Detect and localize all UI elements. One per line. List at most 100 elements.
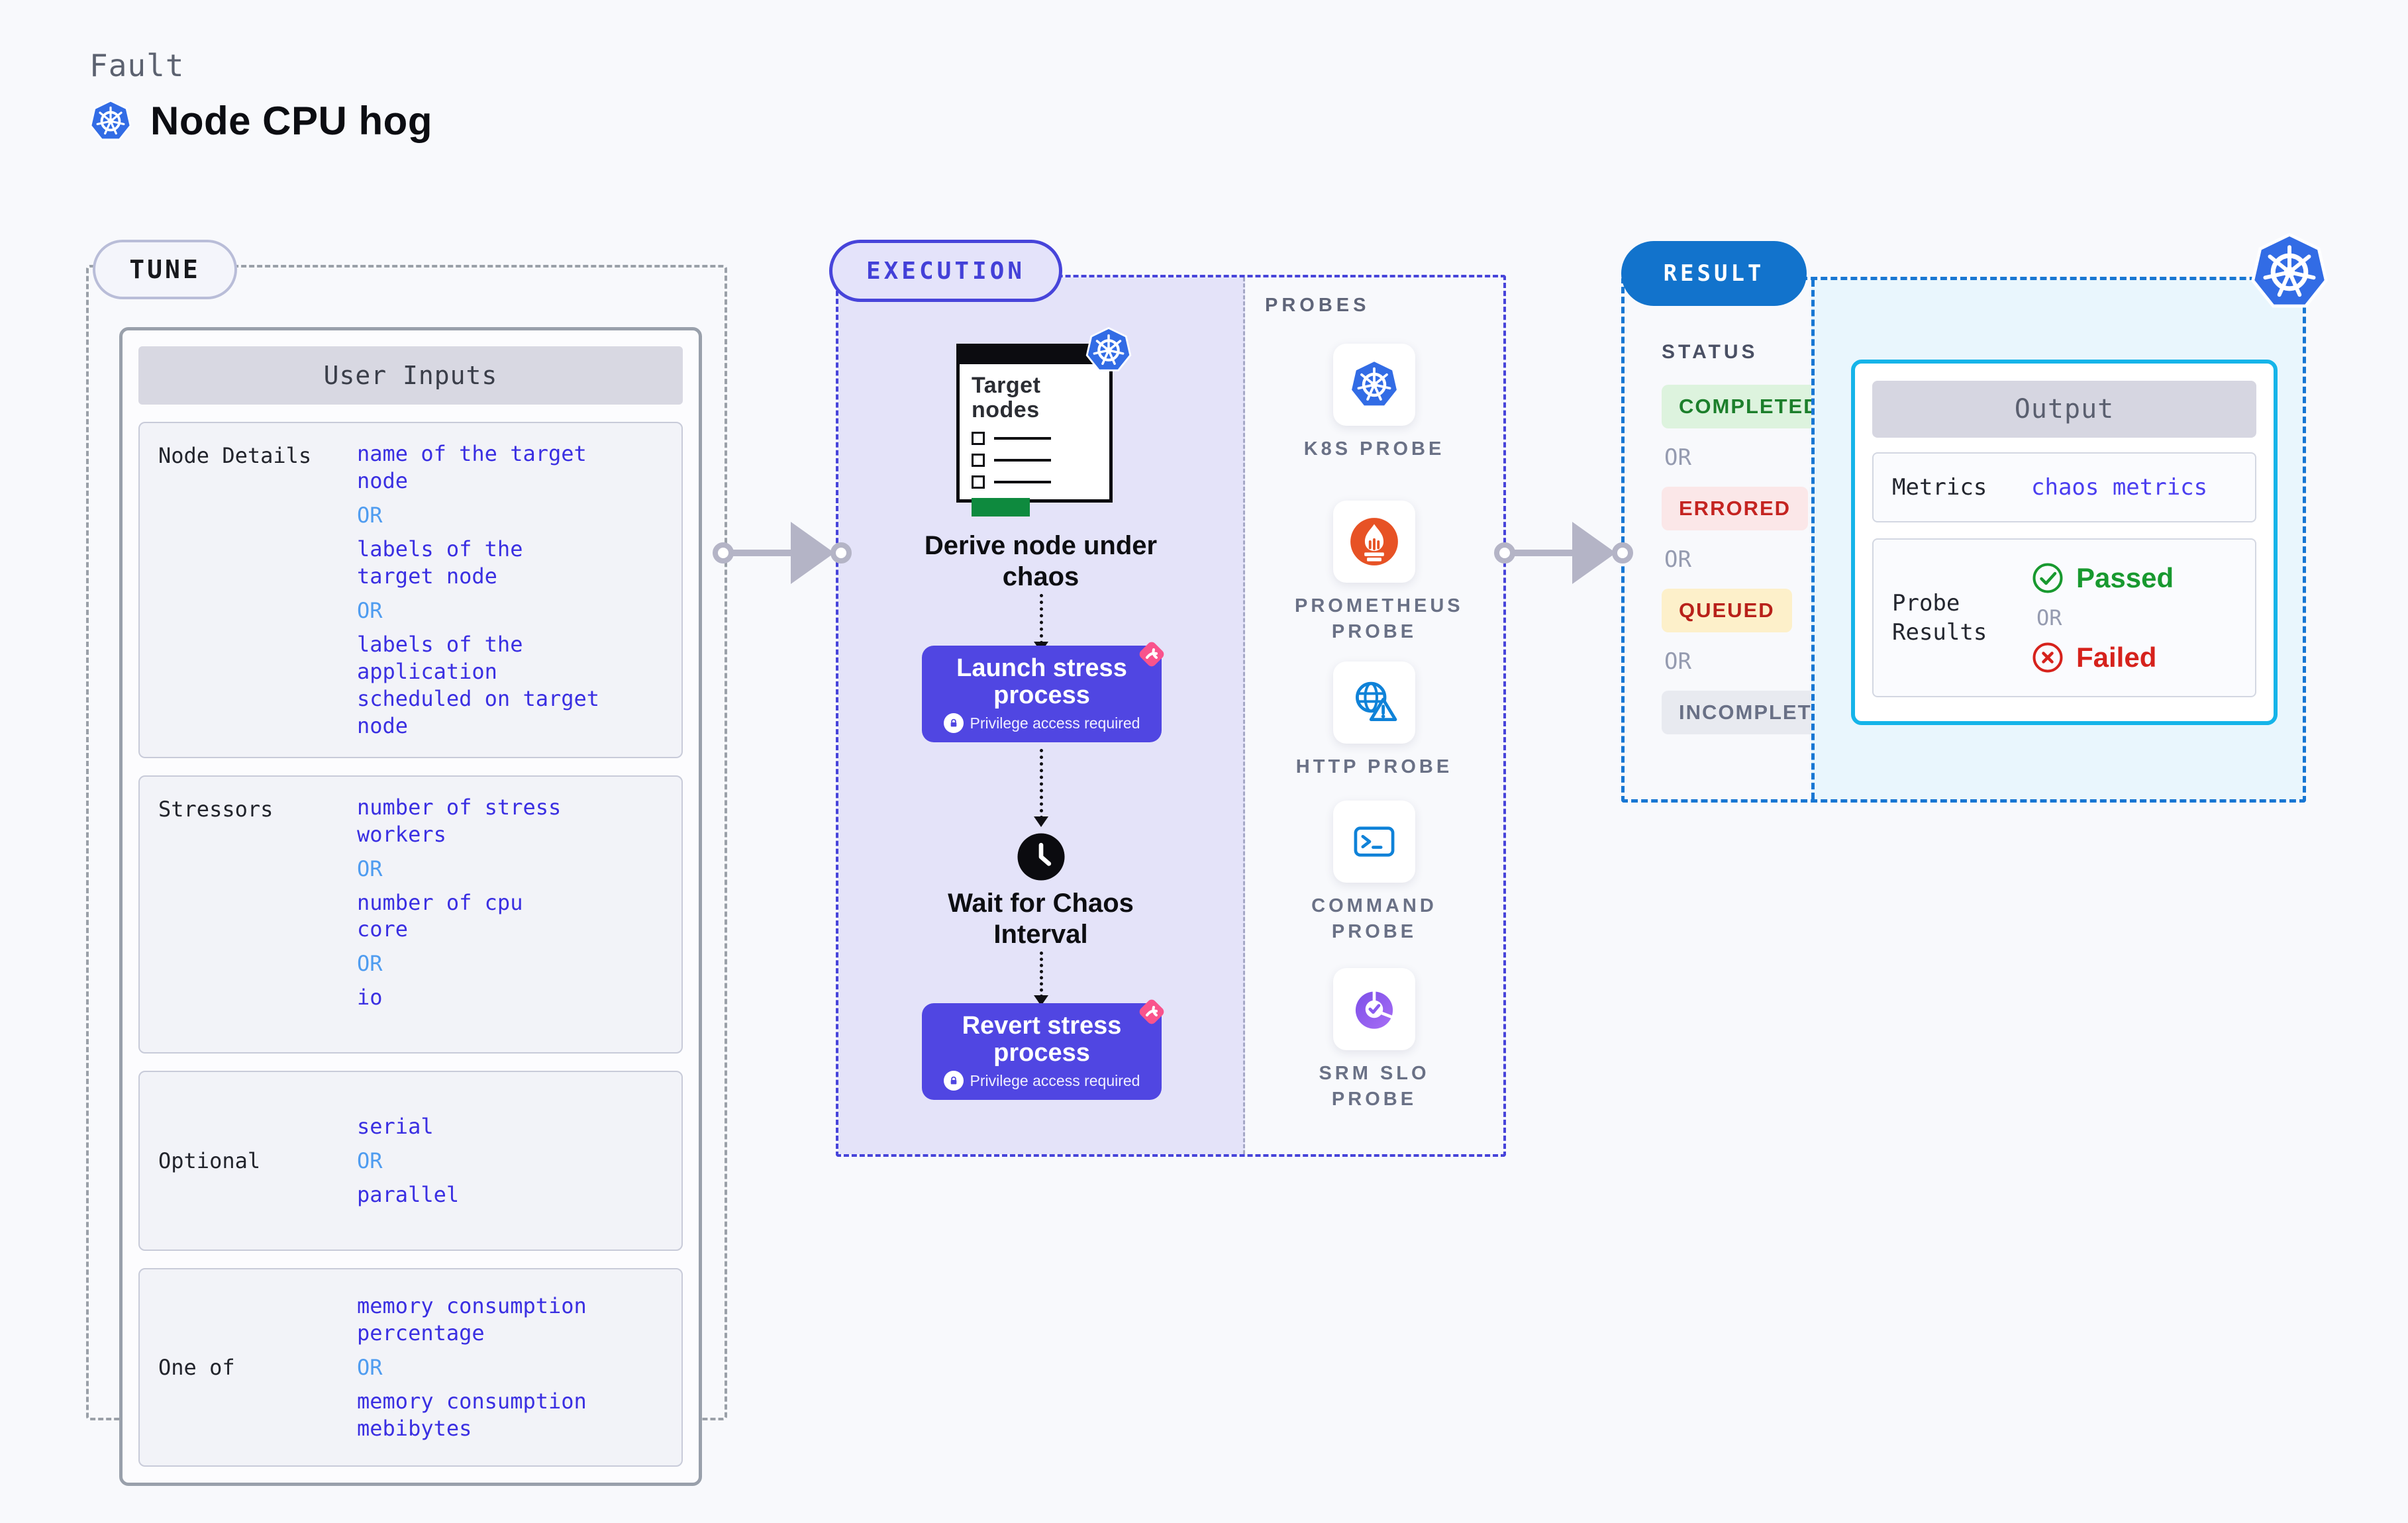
table-row-one-of: One of memory consumption percentage OR … bbox=[138, 1267, 683, 1467]
output-panel: Output Metrics chaos metrics Probe Resul… bbox=[1811, 280, 2303, 799]
status-badge-completed: COMPLETED bbox=[1662, 385, 1837, 428]
row-value: io bbox=[357, 985, 383, 1010]
row-value: name of the target node bbox=[357, 441, 587, 493]
row-label: Stressors bbox=[158, 796, 274, 822]
revert-stress-step: Revert stress process Privilege access r… bbox=[922, 999, 1164, 1100]
tune-badge: TUNE bbox=[93, 240, 237, 299]
terminal-icon bbox=[1333, 801, 1415, 883]
execution-badge: EXECUTION bbox=[829, 240, 1062, 302]
or-separator: OR bbox=[1664, 444, 1691, 471]
row-value: memory consumption percentage bbox=[357, 1293, 587, 1346]
row-value: serial bbox=[357, 1113, 434, 1139]
target-nodes-card: Target nodes bbox=[956, 344, 1113, 516]
passed-label: Passed bbox=[2076, 562, 2174, 593]
or-separator: OR bbox=[357, 1354, 383, 1380]
down-arrow-icon bbox=[1033, 952, 1048, 1006]
table-row-optional: Optional serial OR parallel bbox=[138, 1070, 683, 1251]
row-label: Node Details bbox=[158, 443, 312, 468]
lock-icon bbox=[943, 1071, 964, 1091]
node-list-item bbox=[972, 475, 1109, 489]
probe-label: SRM SLO PROBE bbox=[1319, 1063, 1430, 1110]
probe-command: COMMAND PROBE bbox=[1245, 801, 1503, 945]
probe-label: HTTP PROBE bbox=[1295, 756, 1453, 777]
chaos-ribbon-icon bbox=[1139, 999, 1164, 1024]
probe-label: PROMETHEUS PROBE bbox=[1295, 595, 1464, 643]
metrics-label: Metrics bbox=[1892, 473, 1987, 501]
privilege-note: Privilege access required bbox=[970, 714, 1140, 732]
output-title: Output bbox=[1872, 381, 2256, 438]
probe-results-label: Probe Results bbox=[1892, 589, 1987, 646]
status-title: STATUS bbox=[1662, 341, 1758, 363]
status-panel: STATUS COMPLETED OR ERRORED OR QUEUED OR… bbox=[1625, 280, 1860, 799]
status-badge-queued: QUEUED bbox=[1662, 589, 1792, 632]
fault-eyebrow: Fault bbox=[89, 48, 185, 83]
probe-label: COMMAND PROBE bbox=[1311, 895, 1437, 943]
user-inputs-card: User Inputs Node Details name of the tar… bbox=[119, 327, 702, 1486]
down-arrow-icon bbox=[1033, 749, 1048, 827]
or-separator: OR bbox=[357, 502, 383, 528]
execution-section: Target nodes Derive node under chaos Lau… bbox=[836, 275, 1506, 1157]
launch-stress-step: Launch stress process Privilege access r… bbox=[922, 642, 1164, 742]
slo-pie-check-icon bbox=[1333, 968, 1415, 1050]
arrow-execution-to-result bbox=[1494, 516, 1633, 589]
tune-section: User Inputs Node Details name of the tar… bbox=[86, 265, 727, 1486]
row-value: labels of the application scheduled on t… bbox=[357, 631, 600, 738]
row-value: memory consumption mebibytes bbox=[357, 1388, 587, 1441]
status-badge-errored: ERRORED bbox=[1662, 487, 1809, 530]
arrow-tune-to-execution bbox=[713, 516, 852, 589]
selected-node-bar bbox=[972, 497, 1030, 516]
privilege-note: Privilege access required bbox=[970, 1071, 1140, 1089]
probe-k8s: K8S PROBE bbox=[1245, 344, 1503, 462]
kubernetes-icon bbox=[89, 100, 132, 142]
or-separator: OR bbox=[1664, 546, 1691, 573]
clock-icon bbox=[1017, 832, 1066, 881]
metrics-row: Metrics chaos metrics bbox=[1872, 452, 2256, 522]
check-circle-icon bbox=[2032, 563, 2063, 593]
step-title: Launch stress process bbox=[956, 654, 1127, 709]
or-separator: OR bbox=[357, 856, 383, 881]
row-label: Optional bbox=[158, 1148, 261, 1173]
user-inputs-title: User Inputs bbox=[138, 346, 683, 405]
kubernetes-icon bbox=[1085, 327, 1132, 373]
probe-results-row: Probe Results Passed OR bbox=[1872, 538, 2256, 697]
row-value: parallel bbox=[357, 1181, 460, 1207]
or-separator: OR bbox=[357, 1148, 383, 1173]
failed-label: Failed bbox=[2076, 642, 2157, 673]
card-titlebar bbox=[960, 347, 1109, 364]
derive-step-label: Derive node under chaos bbox=[924, 531, 1158, 592]
prometheus-icon bbox=[1333, 501, 1415, 583]
or-separator: OR bbox=[357, 951, 383, 977]
or-separator: OR bbox=[1664, 648, 1691, 675]
row-label: One of bbox=[158, 1354, 235, 1380]
metrics-value: chaos metrics bbox=[2031, 474, 2208, 501]
step-title: Revert stress process bbox=[962, 1011, 1122, 1067]
row-value: number of stress workers bbox=[357, 794, 562, 847]
probe-label: K8S PROBE bbox=[1303, 438, 1445, 460]
result-section: STATUS COMPLETED OR ERRORED OR QUEUED OR… bbox=[1621, 277, 2306, 803]
result-badge: RESULT bbox=[1621, 241, 1807, 306]
probes-title: PROBES bbox=[1265, 295, 1370, 316]
table-row-node-details: Node Details name of the target node OR … bbox=[138, 422, 683, 758]
down-arrow-icon bbox=[1033, 594, 1048, 652]
http-globe-warning-icon bbox=[1333, 662, 1415, 744]
kubernetes-icon bbox=[2250, 233, 2329, 311]
or-separator: OR bbox=[2036, 605, 2062, 630]
kubernetes-icon bbox=[1333, 344, 1415, 426]
probe-http: HTTP PROBE bbox=[1245, 662, 1503, 780]
lock-icon bbox=[943, 713, 964, 734]
node-list-item bbox=[972, 453, 1109, 467]
chaos-ribbon-icon bbox=[1139, 642, 1164, 667]
row-value: number of cpu core bbox=[357, 889, 523, 942]
target-nodes-title: Target nodes bbox=[972, 373, 1041, 423]
page-title: Node CPU hog bbox=[150, 99, 432, 143]
table-row-stressors: Stressors number of stress workers OR nu… bbox=[138, 775, 683, 1054]
execution-flow-panel: Target nodes Derive node under chaos Lau… bbox=[838, 277, 1245, 1154]
output-card: Output Metrics chaos metrics Probe Resul… bbox=[1851, 360, 2278, 725]
probes-panel: PROBES K8S PROBE PROMETHEUS bbox=[1245, 277, 1503, 1154]
probe-prometheus: PROMETHEUS PROBE bbox=[1245, 501, 1503, 645]
probe-srm-slo: SRM SLO PROBE bbox=[1245, 968, 1503, 1112]
node-list-item bbox=[972, 431, 1109, 445]
x-circle-icon bbox=[2032, 642, 2063, 673]
page-header: Node CPU hog bbox=[89, 98, 432, 144]
